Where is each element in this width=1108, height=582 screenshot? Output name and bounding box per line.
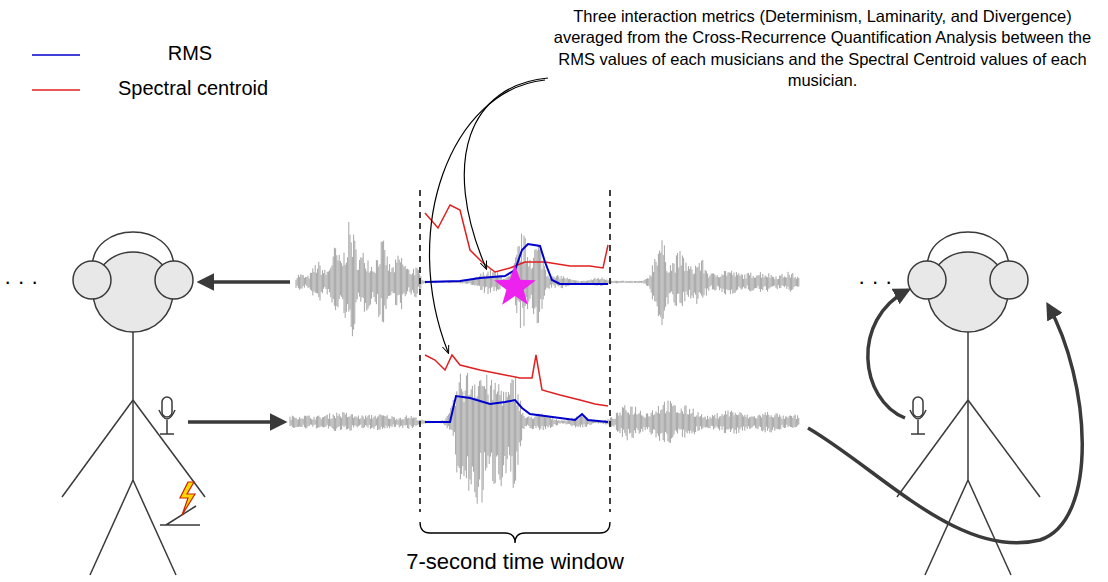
- rms-curve: [425, 396, 608, 422]
- musician-right: [897, 232, 1040, 575]
- waveforms: [290, 222, 799, 504]
- window-label: 7-second time window: [406, 548, 624, 577]
- centroid-curve: [425, 205, 608, 272]
- window-edge: [419, 190, 421, 512]
- centroid-curve: [425, 355, 608, 406]
- callout-arrow: [429, 80, 545, 352]
- legend-line-rms: [32, 54, 80, 56]
- legend-label: Spectral centroid: [118, 77, 268, 100]
- annotation-note: Three interaction metrics (Determinism, …: [545, 6, 1100, 92]
- window-bracket: [420, 522, 610, 543]
- ellipsis: · · ·: [858, 268, 892, 297]
- waveform: [290, 373, 799, 504]
- window-edge: [609, 190, 611, 512]
- interaction-star: [494, 265, 536, 305]
- musician-left: [62, 232, 205, 575]
- waveform: [296, 222, 799, 336]
- legend-line-centroid: [32, 89, 80, 91]
- signal-arrow: [188, 282, 1082, 543]
- legend-label: RMS: [168, 42, 212, 65]
- callout-arrow: [464, 78, 548, 268]
- ellipsis: · · ·: [4, 268, 38, 297]
